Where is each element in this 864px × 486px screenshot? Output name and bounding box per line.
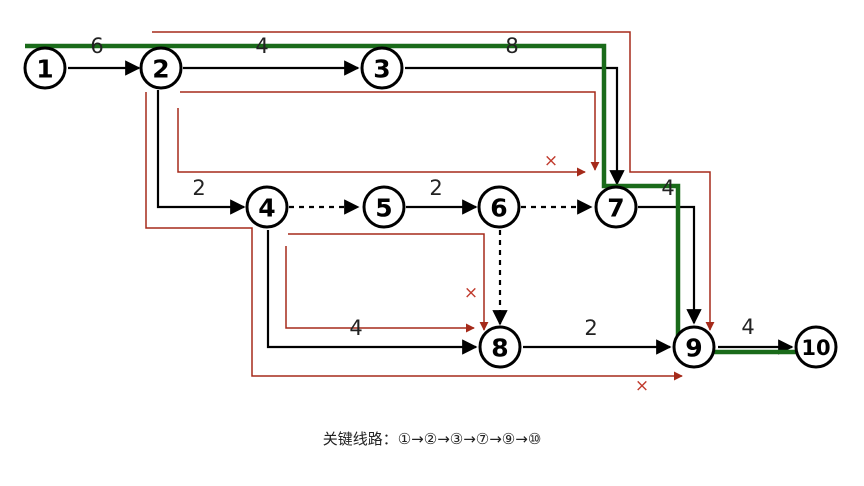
node-9: 9 bbox=[672, 325, 716, 369]
node-1: 1 bbox=[23, 46, 67, 90]
node-3-label: 3 bbox=[373, 55, 390, 84]
edge-7-9 bbox=[638, 205, 702, 325]
node-7: 7 bbox=[594, 185, 638, 229]
eliminated-paths bbox=[145, 31, 715, 381]
node-3: 3 bbox=[360, 46, 404, 90]
node-7-label: 7 bbox=[607, 194, 624, 223]
edge-label-2-3: 4 bbox=[255, 34, 268, 58]
edge-2-4 bbox=[156, 90, 246, 215]
edge-label-7-9: 4 bbox=[661, 176, 674, 200]
red-path-4-to-8-box bbox=[288, 233, 489, 331]
x-mark-middle: × bbox=[464, 283, 478, 303]
node-5: 5 bbox=[362, 185, 406, 229]
x-mark-lower: × bbox=[635, 376, 649, 396]
edge-3-7 bbox=[405, 66, 625, 186]
edge-label-4-8: 4 bbox=[349, 316, 362, 340]
edge-label-8-9: 2 bbox=[584, 316, 597, 340]
node-6-label: 6 bbox=[490, 194, 507, 223]
edge-label-1-2: 6 bbox=[90, 34, 103, 58]
edge-label-3-7: 8 bbox=[505, 34, 518, 58]
node-9-label: 9 bbox=[685, 334, 702, 363]
node-4-label: 4 bbox=[258, 194, 275, 223]
node-4: 4 bbox=[245, 185, 289, 229]
red-path-2-to-7-lower bbox=[177, 108, 586, 177]
node-5-label: 5 bbox=[375, 194, 392, 223]
node-8: 8 bbox=[478, 325, 522, 369]
node-1-label: 1 bbox=[36, 55, 53, 84]
node-6: 6 bbox=[477, 185, 521, 229]
red-path-2-to-9 bbox=[145, 92, 683, 381]
node-8-label: 8 bbox=[491, 334, 508, 363]
red-path-4-to-8-lower bbox=[285, 246, 475, 333]
node-2-label: 2 bbox=[152, 55, 169, 84]
x-mark-upper: × bbox=[544, 151, 558, 171]
edge-4-8 bbox=[266, 230, 478, 355]
edge-label-9-10: 4 bbox=[741, 315, 754, 339]
critical-path-caption: 关键线路：①→②→③→⑦→⑨→⑩ bbox=[322, 430, 542, 448]
node-10-label: 10 bbox=[801, 336, 830, 360]
edge-label-5-6: 2 bbox=[429, 176, 442, 200]
red-path-outer-top bbox=[152, 31, 715, 331]
edge-label-2-4: 2 bbox=[192, 176, 205, 200]
activity-edges bbox=[68, 60, 794, 355]
red-path-2-to-7 bbox=[180, 91, 600, 171]
node-2: 2 bbox=[139, 46, 183, 90]
node-10: 10 bbox=[794, 325, 838, 369]
